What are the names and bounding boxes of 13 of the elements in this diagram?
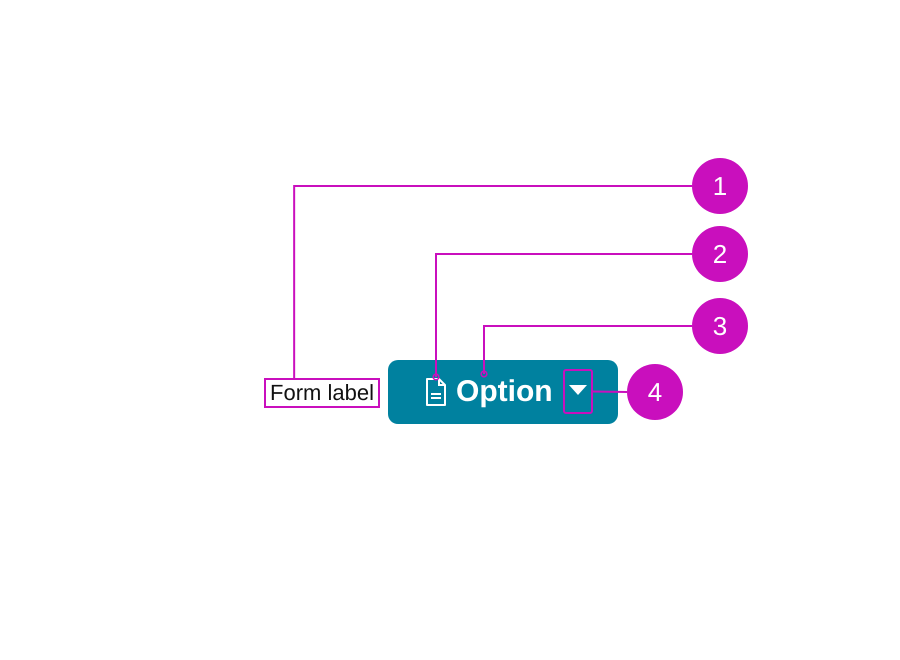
leader-line	[592, 390, 628, 393]
leader-line	[432, 253, 692, 381]
caret-down-icon	[563, 369, 593, 414]
callout-number: 1	[692, 158, 748, 214]
document-icon	[424, 377, 448, 407]
leader-line	[480, 325, 692, 378]
callout-number: 4	[627, 364, 683, 420]
form-label: Form label	[264, 378, 380, 408]
callout-number: 2	[692, 226, 748, 282]
dropdown-button	[388, 360, 618, 424]
leader-line	[293, 185, 692, 378]
callout-number: 3	[692, 298, 748, 354]
button-label: Option	[456, 374, 556, 410]
